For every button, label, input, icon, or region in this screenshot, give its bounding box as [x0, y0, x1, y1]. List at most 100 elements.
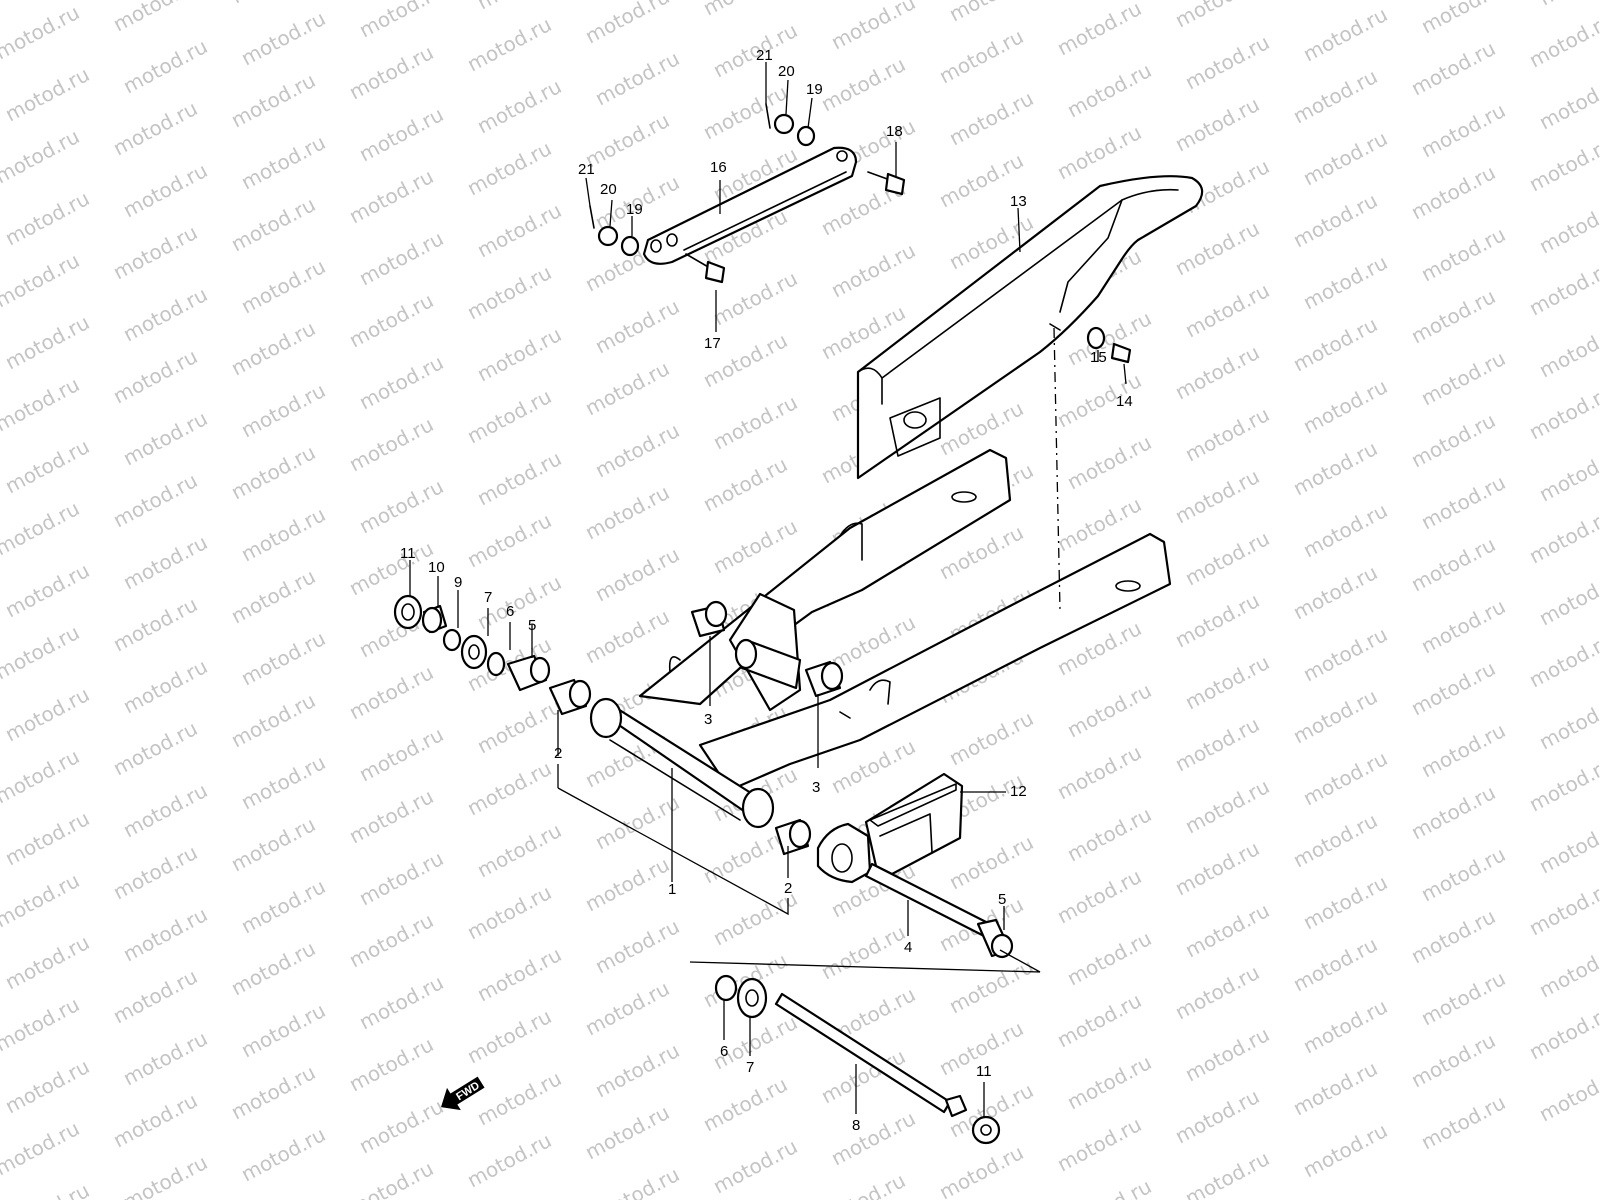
watermark-text: motod.ru: [463, 508, 555, 572]
pivot-bushing: [734, 638, 802, 690]
watermark-text: motod.ru: [473, 322, 565, 386]
callout-17: 17: [704, 335, 721, 352]
watermark-text: motod.ru: [463, 260, 555, 324]
watermark-text: motod.ru: [591, 542, 683, 606]
watermark-text: motod.ru: [1407, 160, 1499, 224]
callout-19: 19: [806, 81, 823, 98]
callout-13: 13: [1010, 193, 1027, 210]
spacer-10: [421, 604, 448, 634]
watermark-text: motod.ru: [109, 0, 201, 36]
watermark-text: motod.ru: [0, 496, 83, 560]
watermark-text: motod.ru: [709, 390, 801, 454]
watermark-text: motod.ru: [0, 372, 83, 436]
callout-8: 8: [852, 1117, 860, 1134]
watermark-text: motod.ru: [227, 936, 319, 1000]
watermark-text: motod.ru: [237, 998, 329, 1062]
watermark-text: motod.ru: [1, 186, 93, 250]
watermark-text: motod.ru: [0, 1116, 83, 1180]
watermark-text: motod.ru: [1299, 622, 1391, 686]
nut-20-lower: [597, 225, 619, 247]
watermark-text: motod.ru: [227, 688, 319, 752]
torque-rod: [642, 146, 858, 265]
watermark-text: motod.ru: [1289, 0, 1381, 4]
watermark-text: motod.ru: [237, 502, 329, 566]
watermark-text: motod.ru: [237, 750, 329, 814]
watermark-text: motod.ru: [591, 418, 683, 482]
watermark-text: motod.ru: [1289, 1056, 1381, 1120]
watermark-text: motod.ru: [227, 316, 319, 380]
watermark-text: motod.ru: [355, 350, 447, 414]
bearing-2-upper: [548, 678, 592, 716]
watermark-text: motod.ru: [1171, 1084, 1263, 1148]
watermark-text: motod.ru: [355, 474, 447, 538]
bolt-18: [867, 171, 906, 196]
watermark-text: motod.ru: [119, 902, 211, 966]
watermark-text: motod.ru: [119, 34, 211, 98]
callout-6: 6: [720, 1043, 728, 1060]
watermark-text: motod.ru: [463, 1128, 555, 1192]
watermark-text: motod.ru: [355, 226, 447, 290]
callout-15: 15: [1090, 349, 1107, 366]
chain-buffer: [816, 772, 964, 884]
cotter-pin-21-lower: [589, 205, 595, 229]
watermark-text: motod.ru: [1, 558, 93, 622]
watermark-text: motod.ru: [827, 1106, 919, 1170]
watermark-text: motod.ru: [699, 0, 791, 20]
watermark-text: motod.ru: [817, 52, 909, 116]
watermark-text: motod.ru: [119, 1026, 211, 1090]
watermark-text: motod.ru: [935, 24, 1027, 88]
watermark-text: motod.ru: [237, 6, 329, 70]
watermark-text: motod.ru: [581, 976, 673, 1040]
watermark-text: motod.ru: [1181, 1022, 1273, 1086]
watermark-text: motod.ru: [1299, 1118, 1391, 1182]
oil-seal-7-left: [460, 634, 488, 670]
watermark-text: motod.ru: [1181, 898, 1273, 962]
watermark-text: motod.ru: [473, 74, 565, 138]
watermark-text: motod.ru: [109, 220, 201, 284]
watermark-text: motod.ru: [1525, 380, 1600, 444]
watermark-text: motod.ru: [1299, 994, 1391, 1058]
watermark-text: motod.ru: [699, 80, 791, 144]
watermark-text: motod.ru: [1299, 870, 1391, 934]
watermark-text: motod.ru: [119, 1150, 211, 1200]
watermark-text: motod.ru: [1525, 1000, 1600, 1064]
watermark-text: motod.ru: [945, 706, 1037, 770]
callout-7: 7: [484, 589, 492, 606]
watermark-text: motod.ru: [1417, 346, 1509, 410]
watermark-text: motod.ru: [1181, 774, 1273, 838]
watermark-text: motod.ru: [699, 1072, 791, 1136]
watermark-text: motod.ru: [1171, 836, 1263, 900]
watermark-text: motod.ru: [1063, 678, 1155, 742]
watermark-text: motod.ru: [945, 954, 1037, 1018]
watermark-text: motod.ru: [1171, 340, 1263, 404]
watermark-text: motod.ru: [1053, 1112, 1145, 1176]
watermark-text: motod.ru: [1299, 498, 1391, 562]
watermark-text: motod.ru: [345, 536, 437, 600]
callout-3: 3: [704, 711, 712, 728]
watermark-text: motod.ru: [355, 970, 447, 1034]
watermark-text: motod.ru: [1407, 904, 1499, 968]
watermark-text: motod.ru: [345, 908, 437, 972]
bearing-3-upper: [690, 600, 728, 638]
watermark-text: motod.ru: [1, 930, 93, 994]
callout-5: 5: [998, 891, 1006, 908]
callout-1: 1: [668, 881, 676, 898]
watermark-text: motod.ru: [1407, 36, 1499, 100]
watermark-text: motod.ru: [591, 914, 683, 978]
watermark-text: motod.ru: [591, 790, 683, 854]
watermark-text: motod.ru: [591, 1162, 683, 1200]
watermark-text: motod.ru: [119, 158, 211, 222]
watermark-text: motod.ru: [109, 964, 201, 1028]
spacer-5-right: [976, 918, 1014, 959]
watermark-text: motod.ru: [119, 406, 211, 470]
washer-6-left: [486, 651, 506, 677]
watermark-text: motod.ru: [591, 1038, 683, 1102]
callout-6: 6: [506, 603, 514, 620]
watermark-text: motod.ru: [473, 446, 565, 510]
watermark-text: motod.ru: [109, 468, 201, 532]
watermark-text: motod.ru: [119, 654, 211, 718]
watermark-text: motod.ru: [1289, 312, 1381, 376]
watermark-text: motod.ru: [1417, 966, 1509, 1030]
pivot-bolt-8: [774, 992, 968, 1118]
